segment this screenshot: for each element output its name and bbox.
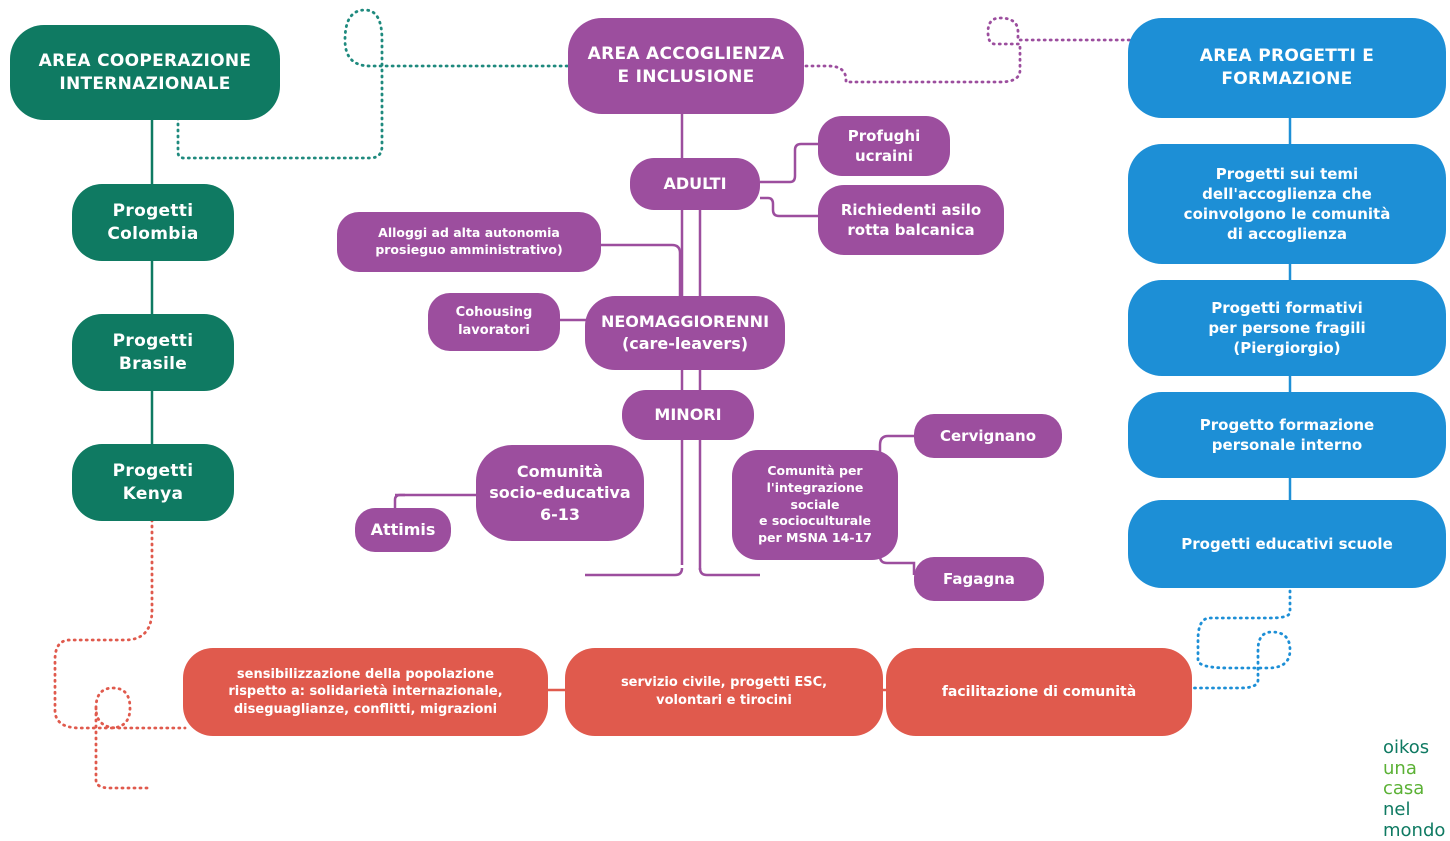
oikos-logo: oikos una casa nel mondo — [1383, 737, 1450, 841]
attimis-node: Attimis — [355, 508, 451, 552]
cohousing-lavoratori-node: Cohousing lavoratori — [428, 293, 560, 351]
progetti-colombia-node: Progetti Colombia — [72, 184, 234, 261]
sensibilizzazione-node: sensibilizzazione della popolazione risp… — [183, 648, 548, 736]
area-progetti-formazione: AREA PROGETTI E FORMAZIONE — [1128, 18, 1446, 118]
progetti-educativi-scuole-node: Progetti educativi scuole — [1128, 500, 1446, 588]
neomaggiorenni-node: NEOMAGGIORENNI (care-leavers) — [585, 296, 785, 370]
logo-line-nel-mondo: nel mondo — [1383, 799, 1446, 841]
alloggi-alta-autonomia-node: Alloggi ad alta autonomia prosieguo ammi… — [337, 212, 601, 272]
progetti-temi-accoglienza-node: Progetti sui temi dell'accoglienza che c… — [1128, 144, 1446, 264]
comunita-socio-educativa-node: Comunità socio-educativa 6-13 — [476, 445, 644, 541]
comunita-integrazione-node: Comunità per l'integrazione sociale e so… — [732, 450, 898, 560]
fagagna-node: Fagagna — [914, 557, 1044, 601]
cervignano-node: Cervignano — [914, 414, 1062, 458]
logo-line-una-casa: una casa — [1383, 757, 1425, 800]
logo-line-oikos: oikos — [1383, 737, 1430, 758]
progetti-kenya-node: Progetti Kenya — [72, 444, 234, 521]
progetti-brasile-node: Progetti Brasile — [72, 314, 234, 391]
servizio-civile-node: servizio civile, progetti ESC, volontari… — [565, 648, 883, 736]
adulti-node: ADULTI — [630, 158, 760, 210]
area-accoglienza-inclusione: AREA ACCOGLIENZA E INCLUSIONE — [568, 18, 804, 114]
facilitazione-comunita-node: facilitazione di comunità — [886, 648, 1192, 736]
area-cooperazione-internazionale: AREA COOPERAZIONE INTERNAZIONALE — [10, 25, 280, 120]
progetti-formativi-node: Progetti formativi per persone fragili (… — [1128, 280, 1446, 376]
progetto-formazione-personale-node: Progetto formazione personale interno — [1128, 392, 1446, 478]
richiedenti-asilo-node: Richiedenti asilo rotta balcanica — [818, 185, 1004, 255]
minori-node: MINORI — [622, 390, 754, 440]
profughi-ucraini-node: Profughi ucraini — [818, 116, 950, 176]
